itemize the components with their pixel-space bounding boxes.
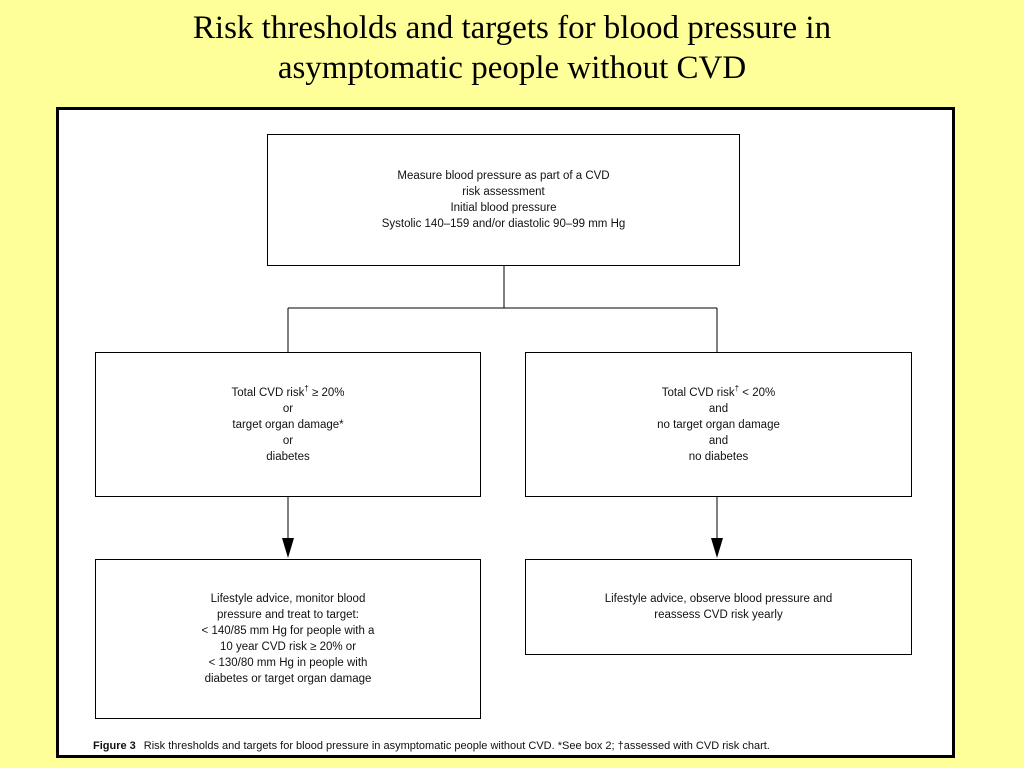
figure-caption-label: Figure 3 [93,740,136,752]
bottom-left-box-treatment: Lifestyle advice, monitor blood pressure… [95,559,481,719]
arrow-right-head [711,538,723,558]
left-box-line: target organ damage* [232,418,344,431]
bottom-left-line: < 140/85 mm Hg for people with a [201,625,375,637]
top-box-measure-bp: Measure blood pressure as part of a CVD … [267,134,740,266]
right-box-line: and [708,402,729,415]
flowchart-connectors [282,265,723,558]
left-box-line-risk: Total CVD risk† ≥ 20% [231,383,345,401]
bottom-left-line: Lifestyle advice, monitor blood [210,593,366,605]
left-box-line: or [282,434,294,447]
figure-frame: Measure blood pressure as part of a CVD … [56,107,955,758]
left-box-high-risk: Total CVD risk† ≥ 20% or target organ da… [95,352,481,497]
right-box-line: no diabetes [688,450,749,463]
left-box-risk-prefix: Total CVD risk [231,386,305,399]
slide-title-line-1: Risk thresholds and targets for blood pr… [192,10,832,46]
right-box-risk-prefix: Total CVD risk [661,386,735,399]
right-box-line: no target organ damage [657,418,780,431]
dagger-mark: † [304,383,309,393]
top-box-line: Measure blood pressure as part of a CVD [397,170,610,182]
right-box-line: and [708,434,729,447]
right-box-risk-suffix: < 20% [739,386,776,399]
figure-caption-text: Risk thresholds and targets for blood pr… [143,740,770,752]
bottom-left-line: diabetes or target organ damage [204,673,372,685]
arrow-left-head [282,538,294,558]
slide-title-line-2: asymptomatic people without CVD [277,50,747,86]
bottom-left-line: < 130/80 mm Hg in people with [208,657,368,669]
left-box-risk-suffix: ≥ 20% [308,386,345,399]
bottom-right-line: reassess CVD risk yearly [654,609,783,621]
left-box-line: or [282,402,294,415]
dagger-mark: † [734,383,740,393]
top-box-line: Systolic 140–159 and/or diastolic 90–99 … [381,218,626,230]
top-box-line: risk assessment [462,186,545,198]
right-box-low-risk: Total CVD risk† < 20% and no target orga… [525,352,912,497]
bottom-right-box-observe: Lifestyle advice, observe blood pressure… [525,559,912,655]
bottom-left-line: pressure and treat to target: [217,609,359,621]
figure-caption: Figure 3 Risk thresholds and targets for … [93,740,913,753]
slide-title: Risk thresholds and targets for blood pr… [0,8,1024,88]
top-box-line: Initial blood pressure [450,202,557,214]
bottom-left-line: 10 year CVD risk ≥ 20% or [219,641,357,653]
left-box-line: diabetes [266,450,310,463]
right-box-line-risk: Total CVD risk† < 20% [661,383,776,401]
bottom-right-line: Lifestyle advice, observe blood pressure… [604,593,833,605]
